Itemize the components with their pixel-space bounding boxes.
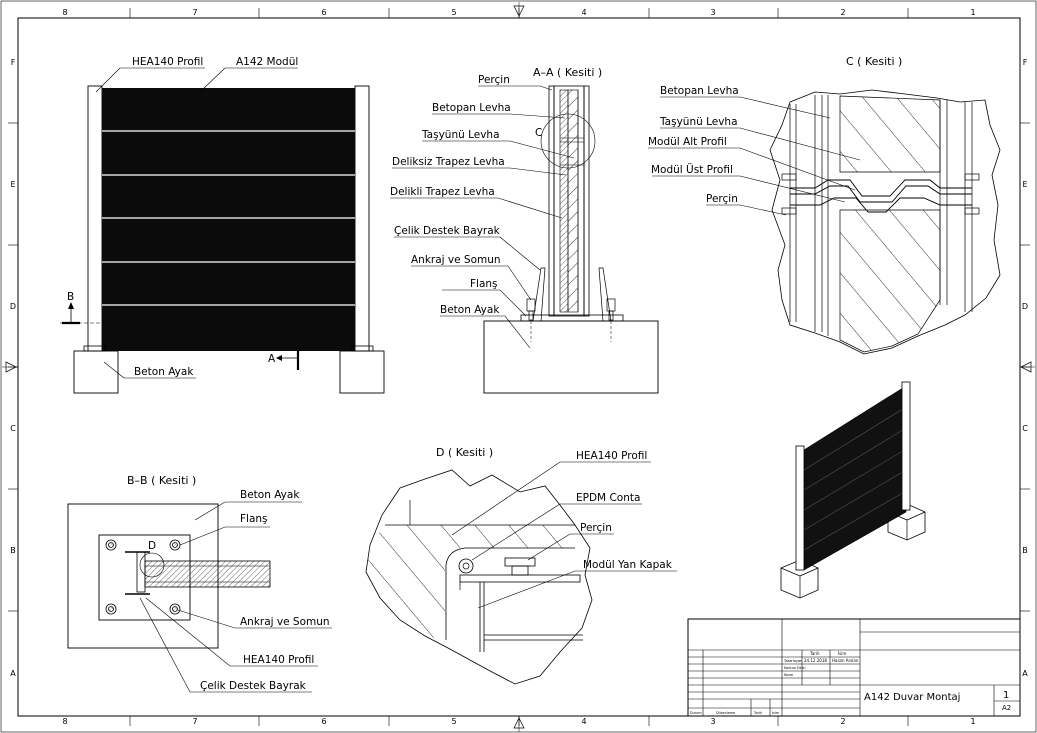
- label-plain-trapez: Deliksiz Trapez Levha: [392, 156, 505, 168]
- tb-date-value: 24.12.2018: [804, 658, 827, 663]
- label-betopan: Betopan Levha: [660, 85, 739, 97]
- drawing-title: A142 Duvar Montaj: [864, 692, 960, 703]
- label-flange: Flanş: [240, 513, 268, 525]
- label-hea140: HEA140 Profil: [132, 56, 203, 68]
- col-label: 7: [192, 8, 197, 17]
- section-c-title: C ( Kesiti ): [846, 55, 902, 68]
- tb-rev-col: Durum: [690, 711, 702, 715]
- section-aa-title: A–A ( Kesiti ): [533, 66, 602, 79]
- concrete-foot: [483, 320, 659, 394]
- section-marker-b: B: [67, 291, 74, 303]
- row-label: F: [1023, 58, 1028, 67]
- col-label: 1: [970, 8, 975, 17]
- row-label: A: [1022, 669, 1028, 678]
- front-view: B A HEA140 Profil A142 Modül Beton Ayak: [60, 56, 385, 394]
- detail-d-marker: D: [148, 540, 156, 552]
- col-label: 8: [62, 717, 67, 726]
- concrete-foot: [73, 350, 119, 394]
- grid-labels: 8 7 6 5 4 3 2 1 8 7 6 5 4 3 2 1 F E D C …: [10, 8, 1028, 726]
- tb-rev-col: İsim: [772, 710, 780, 715]
- row-label: D: [10, 302, 16, 311]
- detail-c-circle: [540, 113, 596, 169]
- tb-row-checked: Kontrol Eden: [784, 666, 806, 670]
- col-label: 6: [321, 8, 326, 17]
- col-label: 2: [840, 8, 845, 17]
- label-rockwool: Taşyünü Levha: [659, 116, 738, 128]
- label-steel-flag: Çelik Destek Bayrak: [394, 225, 501, 237]
- row-label: C: [1022, 424, 1028, 433]
- sheet-number: 1: [1003, 690, 1009, 701]
- col-label: 3: [710, 717, 715, 726]
- tb-rev-col: Tarih: [753, 711, 762, 715]
- label-hea140: HEA140 Profil: [576, 450, 647, 462]
- section-c: C ( Kesiti ): [648, 55, 1001, 355]
- col-label: 4: [581, 8, 586, 17]
- label-anchor: Ankraj ve Somun: [240, 616, 330, 628]
- concrete-foot: [339, 350, 385, 394]
- section-d-title: D ( Kesiti ): [436, 446, 493, 459]
- tb-row-drawn: Tasarlayan: [783, 659, 802, 663]
- detail-c-marker: C: [535, 127, 542, 139]
- label-concrete-foot: Beton Ayak: [134, 366, 194, 378]
- section-bb-title: B–B ( Kesiti ): [127, 474, 196, 487]
- col-label: 4: [581, 717, 586, 726]
- col-label: 8: [62, 8, 67, 17]
- label-module: A142 Modül: [236, 56, 298, 68]
- label-betopan: Betopan Levha: [432, 102, 511, 114]
- label-concrete-foot: Beton Ayak: [440, 304, 500, 316]
- row-label: C: [10, 424, 16, 433]
- section-aa: A–A ( Kesiti ) C: [390, 66, 659, 394]
- title-block: Tarih İsim Tasarlayan Kontrol Eden Norm …: [687, 618, 1021, 717]
- row-label: B: [10, 546, 16, 555]
- label-rivet: Perçin: [706, 193, 738, 205]
- label-rockwool: Taşyünü Levha: [421, 129, 500, 141]
- label-upper-profile: Modül Üst Profil: [651, 163, 733, 176]
- label-rivet: Perçin: [478, 74, 510, 86]
- tb-header-date: Tarih: [809, 651, 820, 656]
- section-bb: B–B ( Kesiti ) D Beton Ayak: [67, 474, 332, 693]
- row-label: A: [10, 669, 16, 678]
- row-label: E: [10, 180, 15, 189]
- label-flange: Flanş: [470, 278, 498, 290]
- label-anchor: Ankraj ve Somun: [411, 254, 501, 266]
- col-label: 7: [192, 717, 197, 726]
- col-label: 2: [840, 717, 845, 726]
- label-lower-profile: Modül Alt Profil: [648, 136, 727, 148]
- tb-rev-col: Düzenleme: [716, 711, 735, 715]
- label-perforated-trapez: Delikli Trapez Levha: [390, 186, 495, 198]
- row-label: F: [11, 58, 16, 67]
- label-rivet: Perçin: [580, 522, 612, 534]
- tb-name-value: Hasan Arslan: [832, 658, 859, 663]
- module-panel: [102, 88, 355, 351]
- col-label: 3: [710, 8, 715, 17]
- col-label: 1: [970, 717, 975, 726]
- label-concrete-foot: Beton Ayak: [240, 489, 300, 501]
- col-label: 6: [321, 717, 326, 726]
- row-label: E: [1022, 180, 1027, 189]
- section-d: D ( Kesiti ) HEA140 Profil EPDM Conta Pe…: [365, 446, 677, 685]
- section-marker-a: A: [268, 353, 276, 365]
- row-label: B: [1022, 546, 1028, 555]
- isometric-view: [780, 381, 926, 599]
- tb-header-name: İsim: [838, 651, 846, 656]
- label-hea140: HEA140 Profil: [243, 654, 314, 666]
- tb-row-std: Norm: [784, 673, 794, 677]
- col-label: 5: [451, 717, 456, 726]
- label-epdm: EPDM Conta: [576, 492, 640, 504]
- row-label: D: [1022, 302, 1028, 311]
- label-side-cover: Modül Yan Kapak: [583, 559, 673, 571]
- col-label: 5: [451, 8, 456, 17]
- sheet-size: A2: [1002, 704, 1011, 712]
- label-steel-flag: Çelik Destek Bayrak: [200, 680, 307, 692]
